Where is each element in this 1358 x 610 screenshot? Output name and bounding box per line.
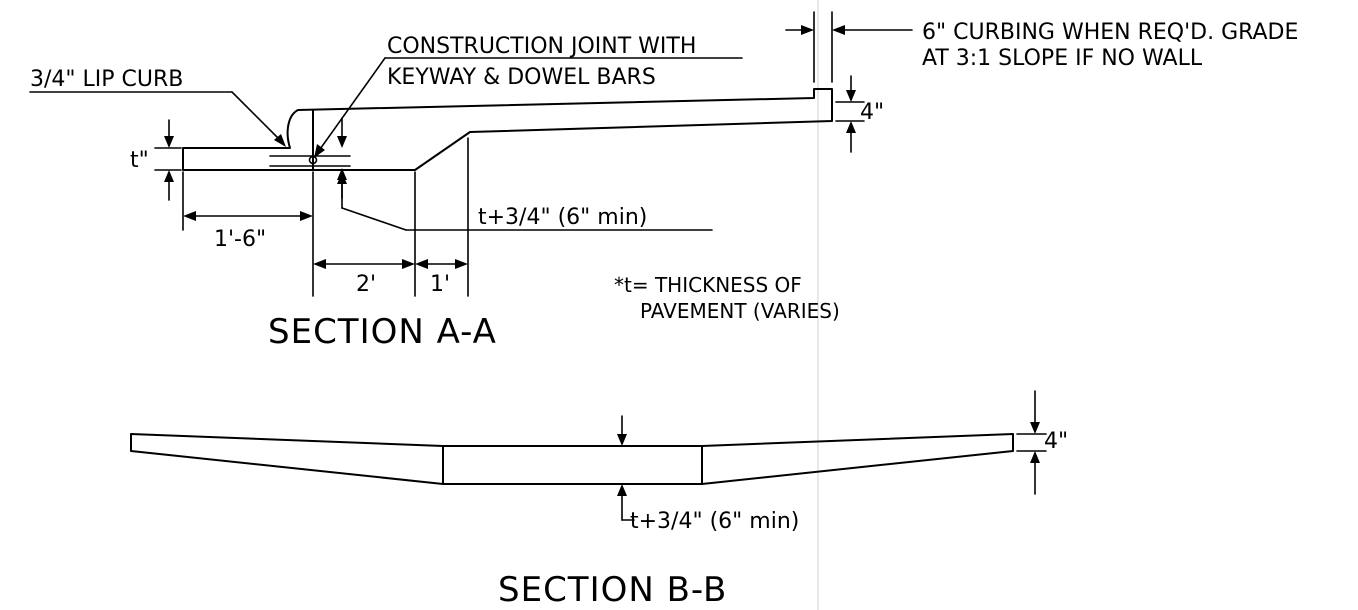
dowel-bar-symbol — [308, 155, 318, 165]
section-a-title: SECTION A-A — [268, 312, 497, 352]
curbing-dim-right-arrow — [832, 25, 845, 35]
dim-2-arrow-right — [402, 259, 415, 269]
dim-1-6-arrow-right — [300, 211, 313, 221]
edge-4in-arrow-head-bottom — [1030, 451, 1040, 463]
t-dim-label: t" — [130, 148, 149, 173]
thickened-edge-leader-a-diagonal — [341, 207, 407, 231]
construction-joint-leader-arrow — [314, 144, 325, 158]
curbing-label-line1: 6" CURBING WHEN REQ'D. GRADE — [922, 20, 1298, 45]
construction-joint-leader — [317, 57, 386, 153]
curb-4in-label: 4" — [860, 100, 884, 125]
thickened-edge-label-a: t+3/4" (6" min) — [478, 205, 647, 230]
section-b-slab-outline — [130, 433, 1014, 485]
dim-2-arrow-left — [313, 259, 326, 269]
section-b-center-arrow-head-bottom — [617, 484, 627, 496]
thickened-edge-label-b: t+3/4" (6" min) — [630, 509, 799, 534]
curbing-label-line2: AT 3:1 SLOPE IF NO WALL — [922, 46, 1203, 71]
dim-1-arrow-right — [455, 259, 468, 269]
edge-4in-arrow-head-top — [1030, 422, 1040, 434]
curb-4in-arrow-head-bottom — [846, 121, 856, 133]
curbing-dim-left-arrow — [801, 25, 814, 35]
dim-1-arrow-left — [415, 259, 428, 269]
t-dim-arrow-head-top — [164, 136, 174, 148]
t-dim-arrow-head-bottom — [164, 170, 174, 182]
thickness-note-line1: *t= THICKNESS OF — [614, 273, 802, 297]
section-b-title: SECTION B-B — [498, 570, 727, 610]
dim-1-6-arrow-left — [183, 211, 196, 221]
dim-1-6-label: 1'-6" — [214, 227, 266, 252]
construction-joint-label-line1: CONSTRUCTION JOINT WITH — [387, 34, 696, 59]
lip-curb-leader — [231, 91, 283, 143]
edge-4in-label: 4" — [1044, 429, 1068, 454]
lip-curb-label: 3/4" LIP CURB — [30, 67, 183, 92]
section-b-b: t+3/4" (6" min) 4" SECTION B-B — [130, 390, 1068, 610]
section-a-slab-outline — [182, 88, 833, 171]
section-a-a: 3/4" LIP CURB CONSTRUCTION JOINT WITH KE… — [29, 11, 1298, 352]
thickened-edge-arrow-a — [337, 172, 347, 184]
lip-curb-leader-arrow — [274, 134, 286, 147]
dim-2-label: 2' — [356, 272, 376, 297]
lip-curb-arrow-head-a — [337, 136, 347, 148]
section-b-center-arrow-head-top — [617, 434, 627, 446]
curb-4in-arrow-head-top — [846, 90, 856, 102]
dim-1-label: 1' — [430, 272, 450, 297]
thickness-note-line2: PAVEMENT (VARIES) — [640, 299, 840, 323]
construction-joint-label-line2: KEYWAY & DOWEL BARS — [387, 65, 656, 90]
